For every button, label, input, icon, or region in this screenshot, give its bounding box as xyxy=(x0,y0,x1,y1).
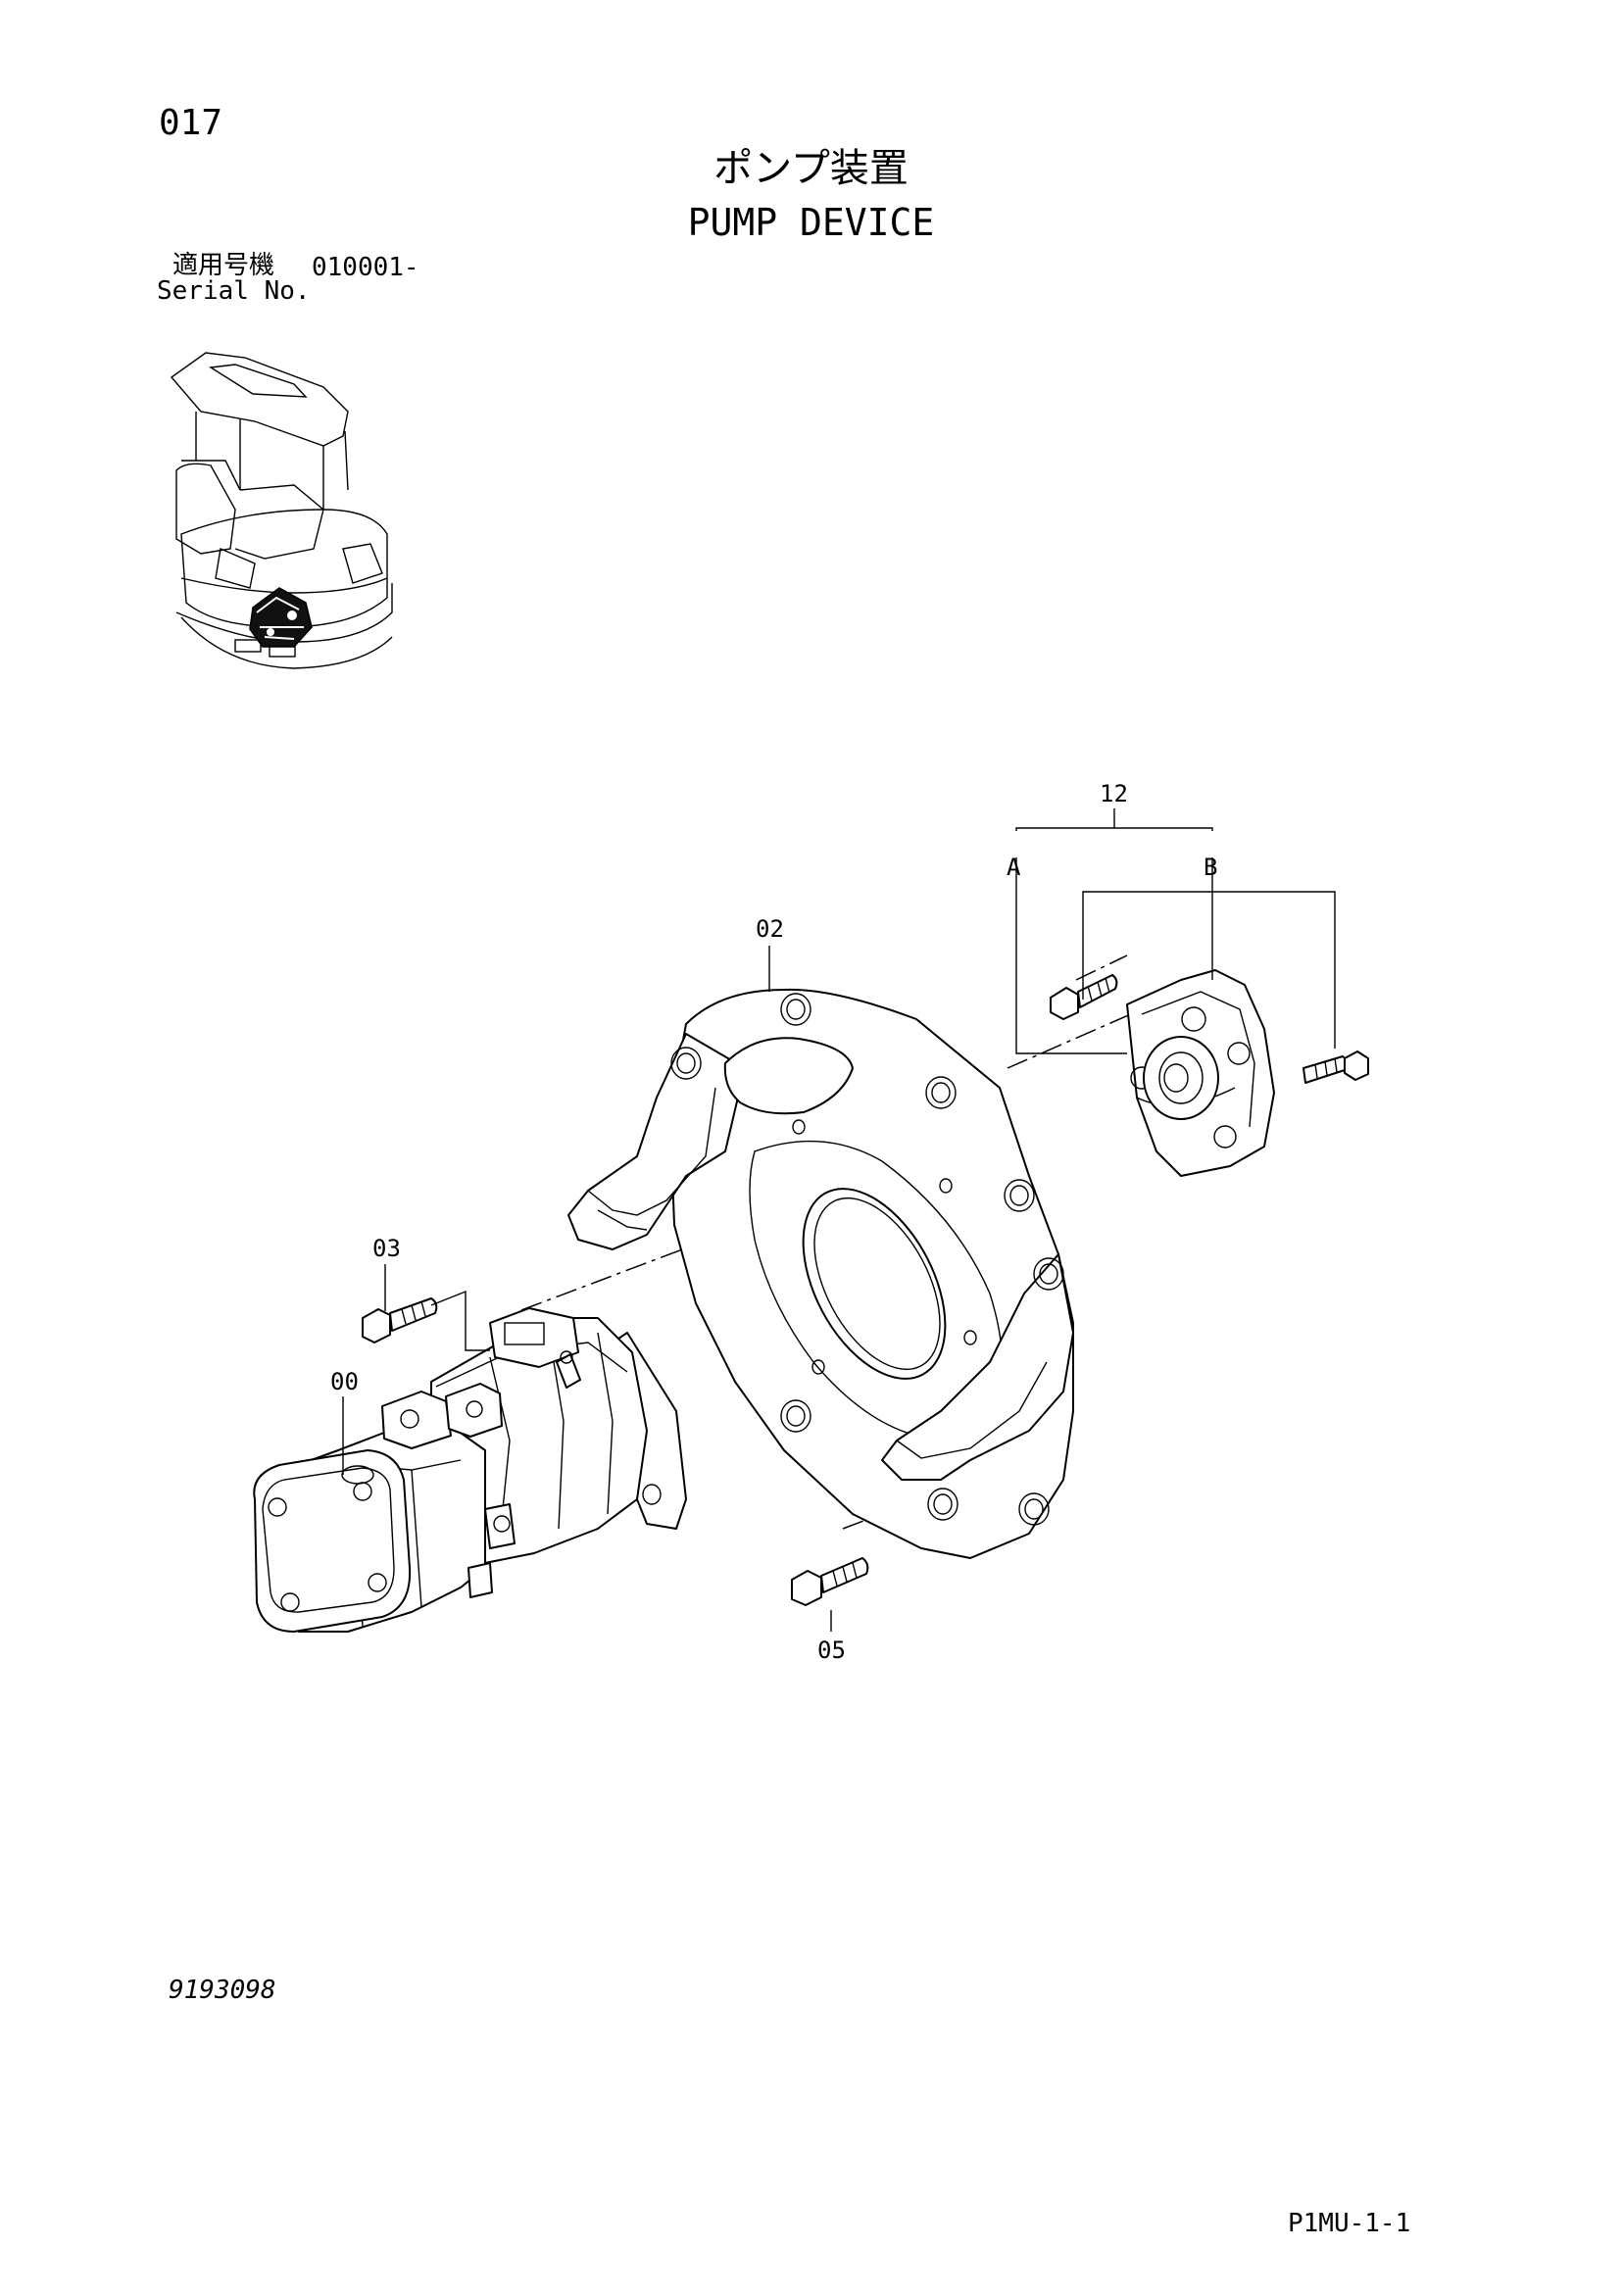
drawing-code: 9193098 xyxy=(169,1976,276,2005)
callout-00: 00 xyxy=(330,1368,359,1395)
bolt-03 xyxy=(362,1290,490,1351)
page-title-en: PUMP DEVICE xyxy=(687,201,935,244)
bolt-05 xyxy=(791,1557,869,1606)
housing-bolt-holes xyxy=(670,993,1064,1526)
callout-03: 03 xyxy=(372,1235,401,1262)
callout-02: 02 xyxy=(756,915,784,943)
flexible-coupling xyxy=(1015,808,1369,1177)
leader-lines xyxy=(342,946,832,1632)
callout-05: 05 xyxy=(817,1637,846,1664)
callout-12: 12 xyxy=(1100,780,1128,807)
hydraulic-pump xyxy=(253,1307,687,1633)
callout-a: A xyxy=(1007,854,1021,881)
locator-thumbnail xyxy=(170,352,393,669)
pump-location-marker xyxy=(249,587,313,648)
page-number: 017 xyxy=(159,103,223,143)
callout-b: B xyxy=(1204,854,1217,881)
page-title-jp: ポンプ装置 xyxy=(713,146,909,191)
serial-label-en: Serial No. xyxy=(157,276,311,306)
page-code: P1MU-1-1 xyxy=(1288,2209,1411,2238)
serial-label-jp: 適用号機 xyxy=(172,251,275,280)
pump-housing xyxy=(567,988,1074,1559)
serial-value: 010001- xyxy=(312,253,419,282)
